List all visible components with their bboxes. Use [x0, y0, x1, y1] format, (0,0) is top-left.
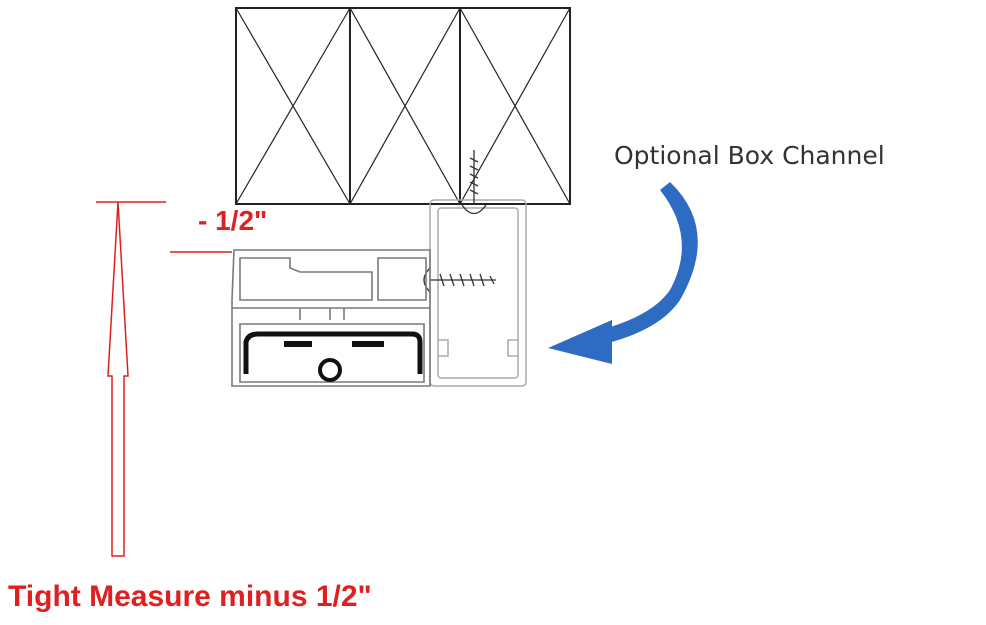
box-channel-lip-left [438, 339, 449, 357]
track-upper-pocket [377, 257, 427, 301]
box-channel [429, 199, 527, 387]
box-channel-inner [437, 207, 519, 379]
measure-arrow [107, 201, 129, 557]
curved-arrow [548, 182, 698, 364]
screw-horizontal-head [423, 267, 431, 293]
insert-bulb [318, 358, 342, 382]
box-channel-lip-right [507, 339, 518, 357]
pane-1-diag-b [235, 7, 351, 205]
optional-box-channel-label: Optional Box Channel [614, 141, 885, 170]
measurement [96, 201, 232, 557]
pane-2-diag-b [349, 7, 461, 205]
box-channel-outer [429, 199, 527, 387]
screw-icon [461, 150, 487, 215]
curved-arrow-head [548, 320, 612, 364]
screw-horizontal-icon [423, 267, 496, 293]
pane-x-marks [235, 7, 571, 205]
minus-half-label: - 1/2" [198, 205, 268, 236]
screw-horizontal-thread [439, 273, 495, 287]
track-stems [299, 308, 345, 320]
window-panes [235, 7, 571, 205]
screw-vertical-thread [469, 157, 479, 195]
track-profile [231, 249, 431, 387]
track-upper-channel [239, 257, 373, 301]
window-frame [235, 7, 571, 205]
screw-vertical-head [461, 204, 487, 215]
curved-arrow-shaft [600, 182, 698, 344]
track-lower-cavity [239, 323, 425, 383]
tight-measure-label: Tight Measure minus 1/2" [8, 580, 372, 613]
track-insert [243, 331, 423, 382]
insert-outline [243, 331, 423, 374]
track-outer [231, 249, 431, 387]
pane-3-diag-b [459, 7, 571, 205]
